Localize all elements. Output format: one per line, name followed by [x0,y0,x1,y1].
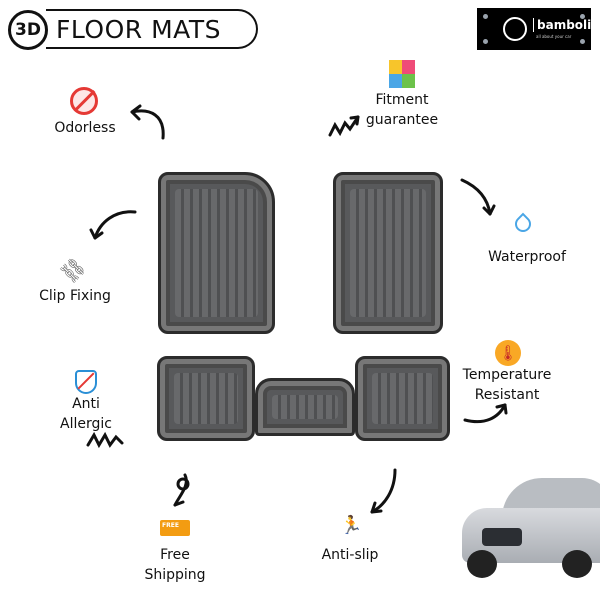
feature-fitment: Fitment guarantee [365,92,439,128]
front-right-mat [333,172,443,334]
arrow-waterproof [460,178,492,216]
front-left-mat [158,172,275,334]
no-odor-icon [70,87,98,115]
delivery-truck-icon: FREE [160,520,190,536]
rear-left-mat [157,356,255,441]
title-text: FLOOR MATS [56,14,221,44]
arrow-fitment [328,115,360,137]
page-title: FLOOR MATS [46,9,258,49]
steering-wheel-icon [503,17,527,41]
anti-allergy-icon [75,370,97,394]
feature-odorless: Odorless [54,120,116,136]
logo-brand: bamboli [533,18,591,32]
arrow-odorless [130,109,165,140]
feature-anti-allergic: Anti Allergic [60,396,112,432]
car-image [462,478,600,578]
feature-clip-fixing: Clip Fixing [39,288,111,304]
bamboli-logo: bamboli all about your car [477,8,591,50]
slip-person-icon: 🏃 [340,515,363,536]
thermometer-icon: 🌡 [495,340,521,366]
rear-center-mat [255,378,355,436]
rear-right-mat [355,356,450,441]
arrow-antislip [370,468,397,514]
arrow-allergic [86,431,124,449]
arrow-temperature [463,403,507,424]
feature-waterproof: Waterproof [488,249,566,265]
puzzle-icon [389,60,415,88]
arrow-clip [93,210,137,240]
logo-tagline: all about your car [536,34,572,39]
feature-free-shipping: Free Shipping [144,547,206,583]
feature-temperature-resistant: Temperature Resistant [462,367,552,403]
feature-anti-slip: Anti-slip [321,547,379,563]
